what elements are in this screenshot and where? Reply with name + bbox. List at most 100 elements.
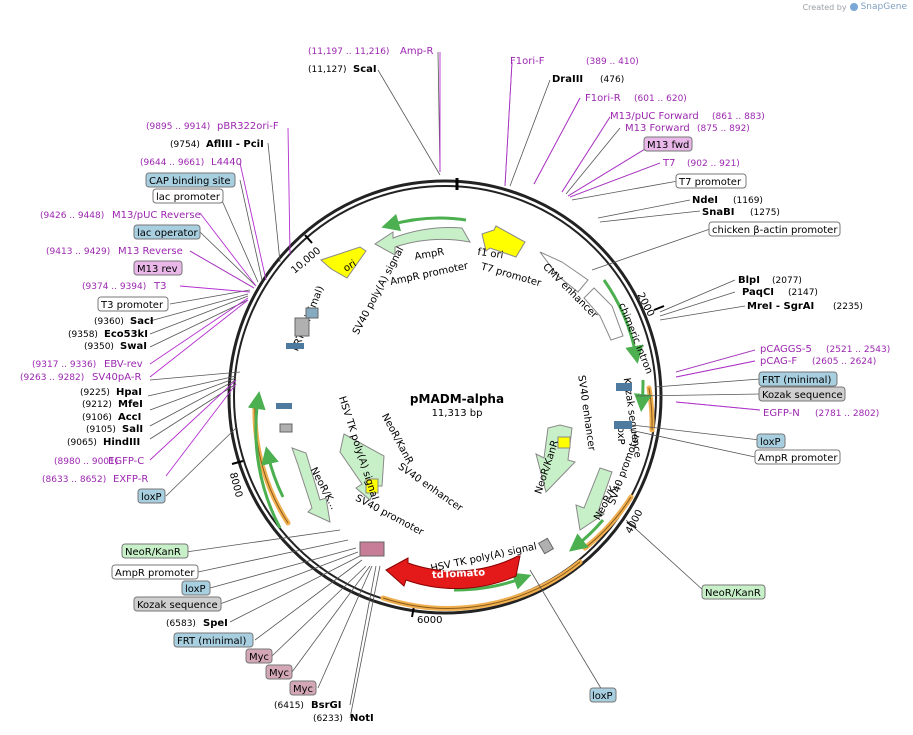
- label-scai-pos: (11,127): [308, 65, 347, 75]
- label-pbr322-pos: (9895 .. 9914): [146, 122, 210, 132]
- label-m13-reverse: M13 Reverse: [118, 246, 183, 257]
- plasmid-name: pMADM-alpha: [410, 392, 504, 406]
- label-swai: SwaI: [120, 341, 147, 352]
- label-ndei: NdeI: [692, 195, 718, 206]
- label-m13puc-rev-pos: (9426 .. 9448): [40, 211, 104, 221]
- label-afliii: AflIII - PciI: [206, 139, 264, 150]
- label-m13fwd-box: M13 fwd: [647, 140, 689, 151]
- feature-t7-promoter-label: T7 promoter: [479, 261, 543, 289]
- plasmid-center: pMADM-alpha 11,313 bp: [410, 392, 504, 419]
- label-m13puc-fwd-pos: (861 .. 883): [712, 112, 765, 122]
- label-exfp-r-pos: (8633 .. 8652): [42, 475, 106, 485]
- label-lac-operator-box: lac operator: [137, 228, 198, 239]
- label-f1ori-f-pos: (389 .. 410): [586, 57, 639, 67]
- label-m13-fwd: M13 Forward: [625, 123, 690, 134]
- label-egfp-c-pos: (8980 .. 9001): [54, 457, 118, 467]
- feature-tdtomato-label: tdTomato: [432, 567, 486, 581]
- label-sv40pa-r-pos: (9263 .. 9282): [20, 373, 84, 383]
- feature-sv40-enhancer-label-l: SV40 enhancer: [396, 461, 465, 514]
- label-spei-pos: (6583): [166, 619, 196, 629]
- label-frt-r-box: FRT (minimal): [762, 375, 831, 386]
- label-myc-3: Myc: [249, 652, 269, 663]
- feature-ampr-label: AmpR: [414, 247, 445, 263]
- label-m13puc-fwd: M13/pUC Forward: [610, 111, 699, 122]
- label-saci: SacI: [130, 316, 154, 327]
- label-hindiii-pos: (9065): [67, 438, 97, 448]
- label-frt-b-box: FRT (minimal): [177, 636, 246, 647]
- feature-ori: ori: [320, 246, 367, 279]
- label-neor-r-box: NeoR/KanR: [705, 588, 761, 599]
- label-bsrgi-pos: (6415): [274, 701, 304, 711]
- label-spei: SpeI: [203, 618, 228, 629]
- label-f1ori-f: F1ori-F: [510, 56, 545, 67]
- label-noti: NotI: [350, 713, 374, 724]
- label-acci-pos: (9106): [82, 413, 112, 423]
- label-eco53ki-pos: (9358): [68, 330, 98, 340]
- label-lac-promoter-box: lac promoter: [156, 192, 221, 203]
- label-neor-b-box: NeoR/KanR: [125, 547, 181, 558]
- label-t7-promoter-box: T7 promoter: [678, 177, 742, 188]
- tick-8000: 8000: [227, 471, 244, 498]
- label-mrei: MreI - SgrAI: [747, 301, 814, 312]
- label-t7-pos: (902 .. 921): [687, 159, 740, 169]
- label-loxp-bl-box: loxP: [185, 584, 206, 595]
- label-ampr-promoter-b-box: AmpR promoter: [115, 568, 195, 579]
- label-m13-fwd-pos: (875 .. 892): [697, 124, 750, 134]
- primer-lines: [149, 52, 761, 477]
- label-loxp-r-box: loxP: [760, 437, 781, 448]
- ring-glyphs: [276, 307, 632, 557]
- label-mfei: MfeI: [118, 399, 143, 410]
- label-ampr-promoter-r-box: AmpR promoter: [758, 453, 838, 464]
- map-labels: (11,197 .. 11,216) Amp-R (11,127) ScaI F…: [20, 46, 890, 724]
- label-blpi: BlpI: [738, 275, 760, 286]
- label-snabi-pos: (1275): [750, 208, 780, 218]
- label-m13rev-box: M13 rev: [137, 264, 178, 275]
- direction-arrows: [247, 213, 652, 592]
- label-cap-site-box: CAP binding site: [149, 176, 231, 187]
- label-loxp-b-box: loxP: [592, 691, 613, 702]
- label-mrei-pos: (2235): [833, 302, 863, 312]
- plasmid-length: 11,313 bp: [432, 408, 483, 419]
- label-hpai-pos: (9225): [80, 388, 110, 398]
- feature-neor-l: NeoR/K...: [291, 447, 339, 523]
- label-ebv-rev: EBV-rev: [104, 359, 143, 370]
- label-hindiii: HindIII: [103, 437, 140, 448]
- label-m13-reverse-pos: (9413 .. 9429): [46, 247, 110, 257]
- label-myc-1: Myc: [293, 684, 313, 695]
- label-pcagf: pCAG-F: [760, 356, 797, 367]
- label-sv40pa-r: SV40pA-R: [92, 372, 141, 383]
- feature-tdtomato: tdTomato: [385, 555, 521, 590]
- label-kozak-r-box: Kozak sequence: [762, 390, 843, 401]
- label-blpi-pos: (2077): [772, 276, 802, 286]
- label-sali-pos: (9105): [86, 425, 116, 435]
- snapgene-credit: Created by SnapGene: [803, 2, 907, 12]
- label-f1ori-r: F1ori-R: [585, 93, 621, 104]
- label-t3: T3: [153, 281, 166, 292]
- label-draiii: DraIII: [552, 74, 583, 85]
- label-l4440-pos: (9644 .. 9661): [140, 158, 204, 168]
- label-amp-r: Amp-R: [400, 46, 434, 57]
- label-m13puc-rev: M13/pUC Reverse: [112, 210, 201, 221]
- label-hpai: HpaI: [116, 387, 142, 398]
- feature-neor-kanr-label-l: NeoR/KanR: [379, 412, 415, 467]
- tick-2000: 2000: [635, 291, 656, 319]
- label-ndei-pos: (1169): [733, 196, 763, 206]
- feature-ampr: AmpR: [374, 227, 471, 263]
- snapgene-logo-icon: [849, 3, 858, 11]
- label-t3-pos: (9374 .. 9394): [82, 282, 146, 292]
- label-scai: ScaI: [353, 64, 377, 75]
- label-saci-pos: (9360): [94, 317, 124, 327]
- label-swai-pos: (9350): [84, 342, 114, 352]
- label-pbr322: pBR322ori-F: [217, 121, 279, 132]
- label-egfp-n-pos: (2781 .. 2802): [815, 409, 879, 419]
- feature-neor-inner-right: NeoR/KanR: [533, 424, 576, 496]
- label-l4440: L4440: [211, 157, 242, 168]
- label-draiii-pos: (476): [600, 75, 624, 85]
- feature-sv40-enhancer-label-r: SV40 enhancer: [575, 375, 597, 453]
- label-pcagf-pos: (2605 .. 2624): [812, 357, 876, 367]
- feature-loxp-label-r: loxP: [615, 424, 626, 445]
- label-amp-r-pos: (11,197 .. 11,216): [308, 47, 389, 57]
- label-loxp-l-box: loxP: [141, 492, 162, 503]
- label-f1ori-r-pos: (601 .. 620): [634, 94, 687, 104]
